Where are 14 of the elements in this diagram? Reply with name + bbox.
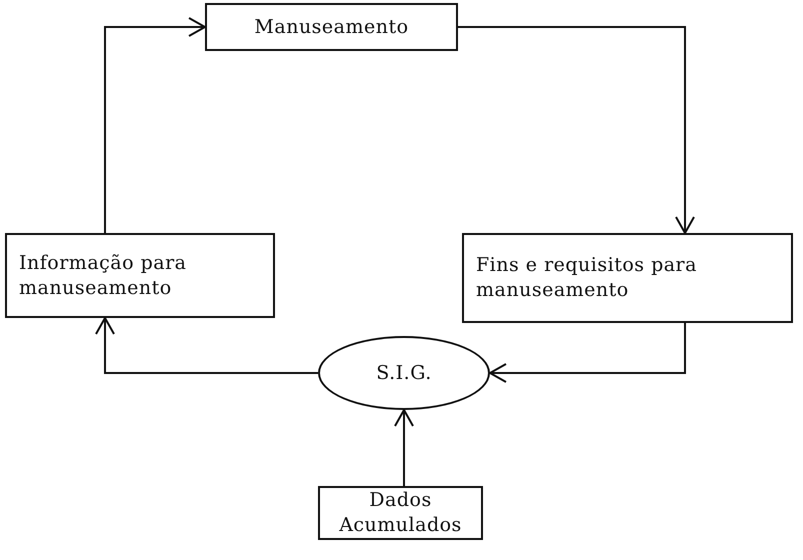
process-box	[462, 233, 793, 323]
node-label: Informação para manuseamento	[19, 250, 188, 300]
process-box	[205, 3, 458, 51]
node-label: Fins e requisitos para manuseamento	[476, 253, 698, 303]
process-box	[318, 486, 483, 540]
arrow	[458, 26, 695, 234]
node-label: Dados Acumulados	[338, 488, 463, 538]
node-label: S.I.G.	[376, 360, 432, 386]
node-label: Manuseamento	[254, 14, 409, 40]
process-box	[5, 233, 275, 318]
arrow	[489, 323, 686, 383]
arrow	[95, 317, 318, 374]
arrow	[394, 409, 414, 486]
arrow	[104, 17, 206, 233]
